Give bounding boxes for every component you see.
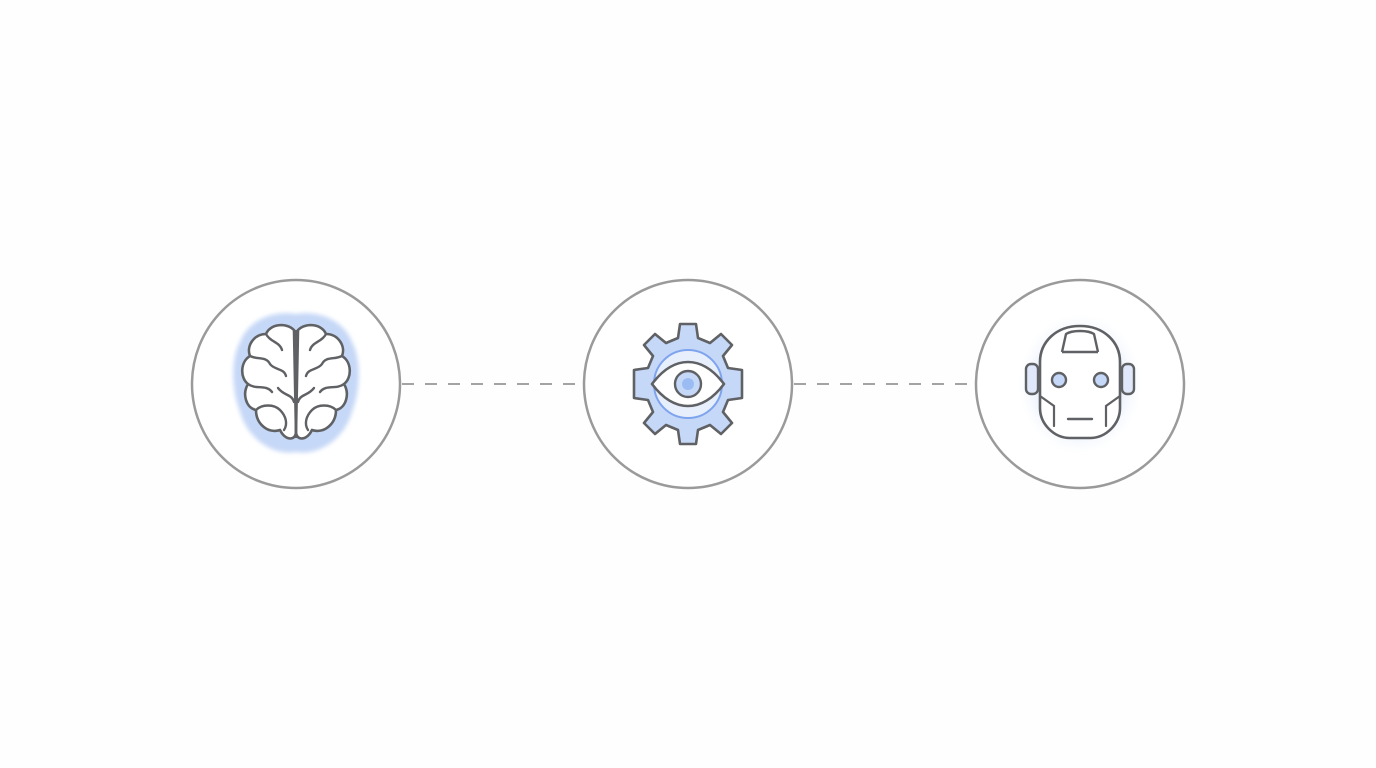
node-robot bbox=[974, 278, 1186, 490]
brain-icon bbox=[233, 313, 359, 453]
robot-head-icon bbox=[1018, 314, 1142, 454]
node-brain bbox=[190, 278, 402, 490]
gear-eye-icon bbox=[632, 322, 744, 446]
node-gear-eye bbox=[582, 278, 794, 490]
